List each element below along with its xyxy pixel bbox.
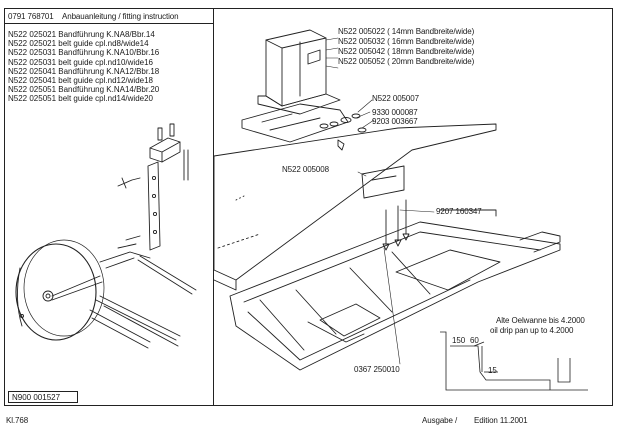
- oil-pan-assembly: [213, 123, 561, 371]
- dimension-150: 150: [452, 336, 466, 345]
- parts-list-item: N522 025021 Bandführung K.NA8/Bbr.14: [8, 30, 155, 39]
- leader-lines: [325, 37, 435, 365]
- callout-label: N522 005022 ( 14mm Bandbreite/wide): [338, 27, 475, 36]
- dimension-15: 15: [488, 366, 497, 375]
- callout-label: N522 005008: [282, 165, 329, 174]
- doc-number: 0791 768701: [8, 12, 54, 21]
- belt-guide-assembly: [15, 123, 197, 349]
- callout-label: 9203 003667: [372, 117, 418, 126]
- callout-label: 9330 000087: [372, 108, 418, 117]
- parts-list-item: N522 025031 Bandführung K.NA10/Bbr.16: [8, 48, 160, 58]
- parts-list-item: N522 025031 belt guide cpl.nd10/wide16: [8, 57, 154, 67]
- left-box-label: N900 001527: [8, 391, 78, 403]
- footer-left: Kl.768: [6, 416, 29, 425]
- callout-label: 9207 160347: [436, 207, 482, 216]
- drawing-frame: [4, 8, 613, 406]
- inset-profile: [440, 331, 588, 391]
- callout-label: 0367 250010: [354, 365, 400, 374]
- motor-unit: [241, 29, 367, 151]
- parts-list-item: N522 025051 belt guide cpl.nd14/wide20: [8, 94, 154, 104]
- doc-title: Anbauanleitung / fitting instruction: [62, 12, 179, 21]
- parts-list-item: N522 025051 Bandführung K.NA14/Bbr.20: [8, 85, 160, 95]
- callout-label: N522 005007: [372, 94, 419, 103]
- parts-list-item: N522 025021 belt guide cpl.nd8/wide14: [8, 39, 149, 49]
- callout-label: N522 005032 ( 16mm Bandbreite/wide): [338, 37, 475, 46]
- callout-label: N522 005042 ( 18mm Bandbreite/wide): [338, 47, 475, 56]
- left-panel: [4, 24, 214, 406]
- inset-detail: Alte Oelwanne bis 4.2000 oil drip pan up…: [438, 312, 590, 398]
- parts-list-item: N522 025041 Bandführung K.NA12/Bbr.18: [8, 66, 160, 76]
- parts-list-item: N522 025041 belt guide cpl.nd12/wide18: [8, 76, 154, 86]
- dimension-60: 60: [470, 336, 479, 345]
- inset-line-de: Alte Oelwanne bis 4.2000: [496, 316, 585, 325]
- footer-edition-prefix: Ausgabe /: [422, 416, 458, 425]
- footer-edition: Edition 11.2001: [474, 416, 528, 425]
- parts-list: N522 025021 Bandführung K.NA8/Bbr.14 N52…: [8, 30, 159, 104]
- header-box: [4, 8, 214, 24]
- callout-label: N522 005052 ( 20mm Bandbreite/wide): [338, 57, 475, 66]
- inset-line-en: oil drip pan up to 4.2000: [490, 326, 574, 335]
